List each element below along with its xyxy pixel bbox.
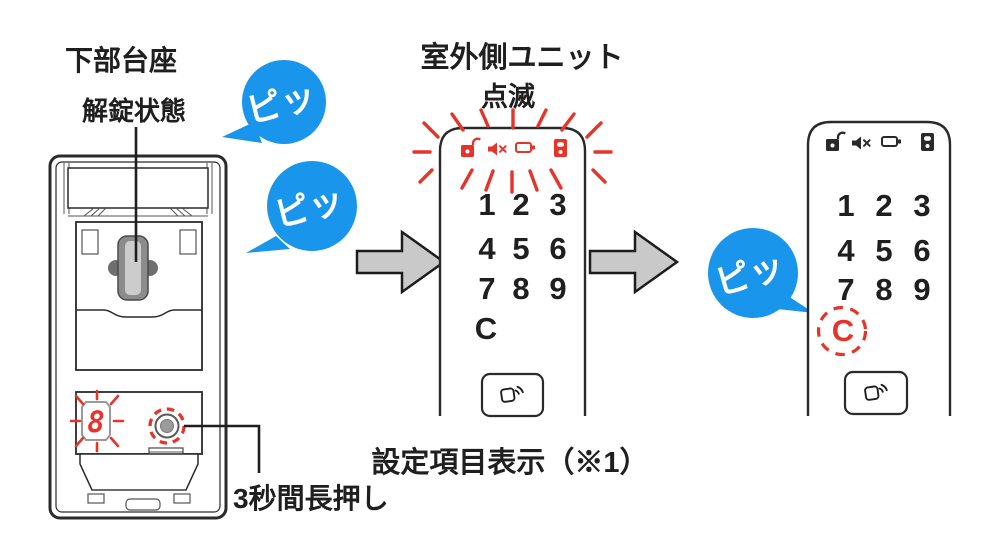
- segment-display-value: 8: [87, 405, 104, 439]
- beep-bubble-2: ピッ: [246, 161, 357, 253]
- set-button: [148, 407, 186, 445]
- key-clear: C: [475, 311, 497, 346]
- outdoor-unit-title: 室外側ユニット: [420, 40, 623, 74]
- blink-rays: [412, 108, 613, 194]
- lock-icon: [554, 139, 567, 157]
- key-2: 2: [875, 188, 892, 223]
- key-1: 1: [837, 188, 854, 223]
- key-8: 8: [512, 271, 529, 306]
- display-blink-rays: [69, 389, 125, 453]
- key-clear-highlighted: C: [832, 313, 854, 348]
- key-4: 4: [478, 231, 496, 266]
- key-8: 8: [875, 272, 892, 307]
- key-5: 5: [512, 231, 529, 266]
- key-6: 6: [549, 231, 566, 266]
- blink-label: 点滅: [481, 82, 535, 112]
- key-9: 9: [549, 271, 566, 306]
- key-1: 1: [478, 187, 495, 222]
- nfc-reader-button: [480, 372, 545, 418]
- indoor-unit-drawing: 8: [48, 154, 228, 520]
- key-9: 9: [913, 272, 930, 307]
- flow-arrow-2: [588, 229, 680, 295]
- outdoor-keypad-unit: 1 2 3 4 5 6 7 8 9 C: [412, 108, 613, 418]
- unlock-state-label: 解錠状態: [82, 96, 186, 126]
- key-3: 3: [549, 187, 566, 222]
- key-6: 6: [913, 233, 930, 268]
- clear-key-dashed-circle: [816, 305, 868, 357]
- button-pointer-line: [184, 424, 261, 473]
- key-7: 7: [837, 272, 854, 307]
- beep-bubble-3: ピッ: [708, 228, 814, 318]
- nfc-reader-button: [843, 370, 909, 416]
- key-5: 5: [875, 233, 892, 268]
- result-keypad-unit: 1 2 3 4 5 6 7 8 9 C: [806, 120, 952, 416]
- left-unit-title: 下部台座: [65, 44, 177, 76]
- flow-arrow-1: [355, 229, 447, 295]
- beep-bubble-1: ピッ: [222, 60, 326, 144]
- hold-3sec-label: 3秒間長押し: [233, 482, 389, 514]
- setting-display-caption: 設定項目表示（※1）: [371, 445, 648, 479]
- key-2: 2: [512, 187, 529, 222]
- key-7: 7: [478, 271, 495, 306]
- seven-segment-display: 8: [69, 389, 125, 453]
- key-4: 4: [837, 233, 855, 268]
- lock-icon: [921, 133, 934, 151]
- key-3: 3: [913, 188, 930, 223]
